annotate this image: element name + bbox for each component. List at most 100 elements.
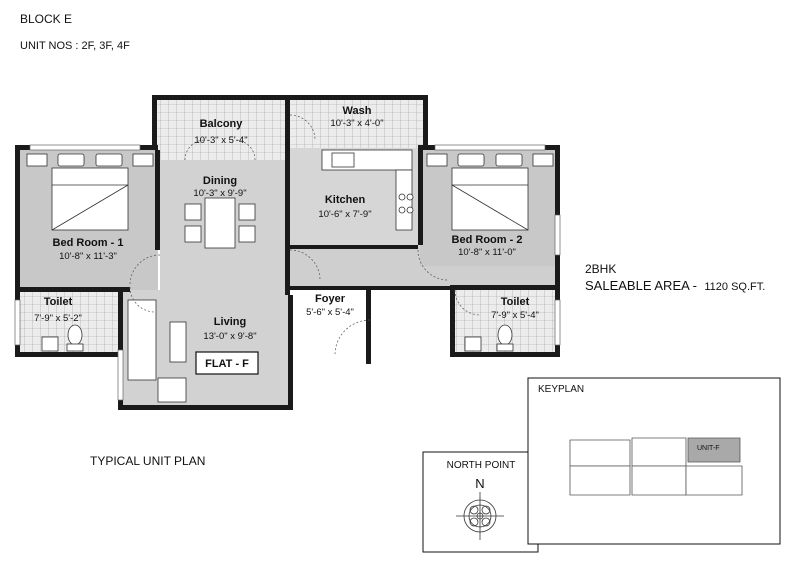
bed2-name: Bed Room - 2 <box>452 234 523 246</box>
window <box>554 214 561 256</box>
toilet1-basin <box>41 336 59 352</box>
door-swing <box>289 249 321 281</box>
toilet1-wc <box>67 324 83 346</box>
bed2-pillow <box>495 153 523 167</box>
wall-segment <box>370 286 450 290</box>
door-swing <box>334 319 371 356</box>
saleable-area: SALEABLE AREA - 1120 SQ.FT. <box>585 278 765 293</box>
wall-segment <box>288 245 418 249</box>
wall-segment <box>152 95 157 150</box>
unit-type: 2BHK <box>585 262 617 276</box>
door-swing <box>417 249 449 281</box>
flat-label-box <box>195 351 259 375</box>
unit-numbers: UNIT NOS : 2F, 3F, 4F <box>20 40 130 52</box>
kitchen-name: Kitchen <box>325 194 366 206</box>
stove-burner <box>406 193 414 201</box>
wall-segment <box>118 405 293 410</box>
dining-chair <box>238 225 256 243</box>
wall-segment <box>418 150 423 245</box>
dining-table <box>204 197 236 249</box>
keyplan-unit <box>631 465 687 496</box>
saleable-area-label: SALEABLE AREA - <box>585 278 698 293</box>
bed1-pillow <box>95 153 123 167</box>
wall-segment <box>450 352 560 357</box>
plan-caption: TYPICAL UNIT PLAN <box>90 454 206 468</box>
balcony-name: Balcony <box>200 118 244 130</box>
foyer-area <box>290 288 368 360</box>
dining-chair <box>238 203 256 221</box>
keyplan-title: KEYPLAN <box>538 384 584 395</box>
wall-segment <box>423 95 428 150</box>
wall-segment <box>152 95 290 100</box>
keyplan-unit <box>569 465 631 496</box>
window <box>434 144 546 151</box>
window <box>117 349 124 401</box>
compass-icon <box>456 492 504 540</box>
wall-segment <box>20 287 130 292</box>
bed2-side-table <box>426 153 448 167</box>
kitchen-dim: 10'-6" x 7'-9" <box>318 209 371 220</box>
toilet1-dim: 7'-9" x 5'-2" <box>34 313 82 324</box>
living-name: Living <box>214 316 246 328</box>
bed1-blanket <box>51 184 129 231</box>
keyplan-unit-label: UNIT-F <box>697 445 720 452</box>
window <box>554 299 561 346</box>
door-swing <box>184 139 256 161</box>
toilet1-name: Toilet <box>44 296 73 308</box>
wall-segment <box>366 286 371 364</box>
stove-burner <box>398 193 406 201</box>
toilet2-name: Toilet <box>501 296 530 308</box>
wall-segment <box>15 145 20 357</box>
door-swing <box>129 286 156 313</box>
balcony-dim: 10'-3" x 5'-4" <box>194 135 247 146</box>
toilet2-basin <box>464 336 482 352</box>
armchair <box>157 377 187 403</box>
kitchen-counter-side <box>395 169 413 231</box>
wash-area <box>290 98 425 148</box>
window <box>29 144 141 151</box>
kitchen-sink <box>331 152 355 168</box>
dining-name: Dining <box>203 175 237 187</box>
wash-name: Wash <box>343 105 372 117</box>
dining-dim: 10'-3" x 9'-9" <box>193 188 246 199</box>
door-swing <box>454 289 481 316</box>
saleable-area-value: 1120 SQ.FT. <box>704 281 766 293</box>
living-dim: 13'-0" x 9'-8" <box>203 331 256 342</box>
room-labels: Balcony 10'-3" x 5'-4" Wash 10'-3" x 4'-… <box>34 105 539 342</box>
windows <box>14 144 561 401</box>
bed1-bed <box>51 167 129 231</box>
bed1-side-table <box>132 153 154 167</box>
stove-burner <box>406 206 414 214</box>
keyplan-unit <box>569 439 631 467</box>
keyplan-unit-highlighted <box>687 437 741 463</box>
door-swing <box>129 254 161 286</box>
wall-segment <box>290 286 370 290</box>
wall-segment <box>15 352 122 357</box>
doors <box>129 114 481 356</box>
toilet2-tank <box>496 343 514 352</box>
north-letter: N <box>475 476 484 491</box>
wash-dim: 10'-3" x 4'-0" <box>330 118 383 129</box>
foyer-dim: 5'-6" x 5'-4" <box>306 307 354 318</box>
keyplan-unit <box>631 437 687 467</box>
bed1-pillow <box>57 153 85 167</box>
foyer-name: Foyer <box>315 293 346 305</box>
toilet2-wc <box>497 324 513 346</box>
bed2-blanket <box>451 184 529 231</box>
dining-chair <box>184 225 202 243</box>
toilet1-tank <box>66 343 84 352</box>
sofa <box>127 299 157 381</box>
wall-segment <box>155 150 160 250</box>
door-swing <box>289 114 316 141</box>
wall-segment <box>288 295 293 410</box>
bed1-side-table <box>26 153 48 167</box>
bed2-bed <box>451 167 529 231</box>
wall-segment <box>288 95 428 100</box>
wall-segment <box>285 95 290 295</box>
window <box>14 299 21 346</box>
coffee-table <box>169 321 187 363</box>
flat-label: FLAT - F <box>205 358 249 370</box>
wall-segment <box>555 260 560 288</box>
bed2-pillow <box>457 153 485 167</box>
balcony-area <box>155 98 287 160</box>
